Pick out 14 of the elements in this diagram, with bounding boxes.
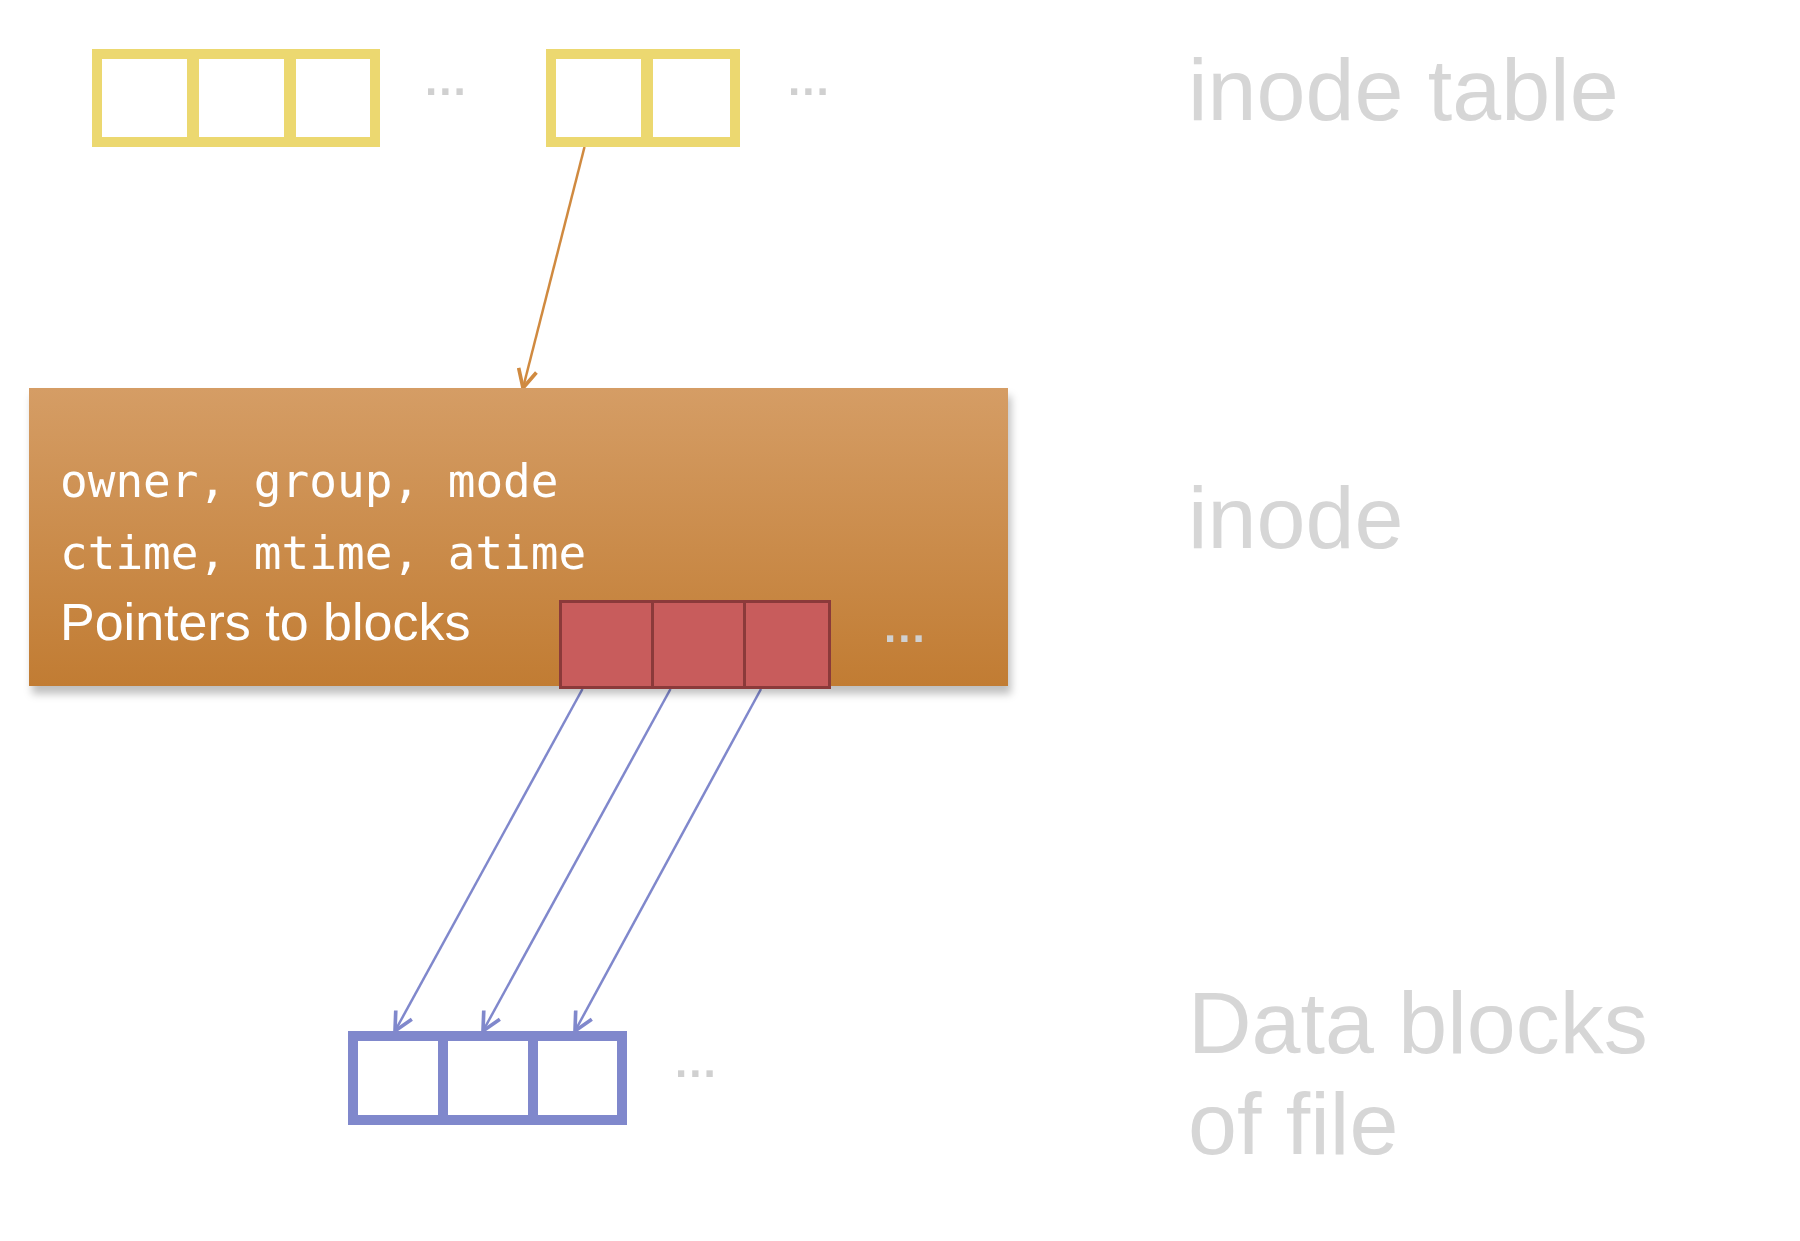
arrow (481, 688, 672, 1033)
pointer-slot (743, 600, 831, 689)
inode-box (29, 388, 1008, 686)
inode-field-text: Pointers to blocks (60, 596, 471, 648)
arrow (516, 146, 586, 390)
ellipsis: ... (884, 605, 927, 649)
arrow (393, 688, 584, 1033)
arrow (573, 688, 763, 1033)
pointer-slot (651, 600, 746, 689)
ellipsis: ... (788, 58, 831, 102)
pointer-slot (559, 600, 654, 689)
inode-field-text: ctime, mtime, atime (60, 530, 587, 576)
ellipsis: ... (675, 1040, 718, 1084)
ellipsis: ... (425, 58, 468, 102)
